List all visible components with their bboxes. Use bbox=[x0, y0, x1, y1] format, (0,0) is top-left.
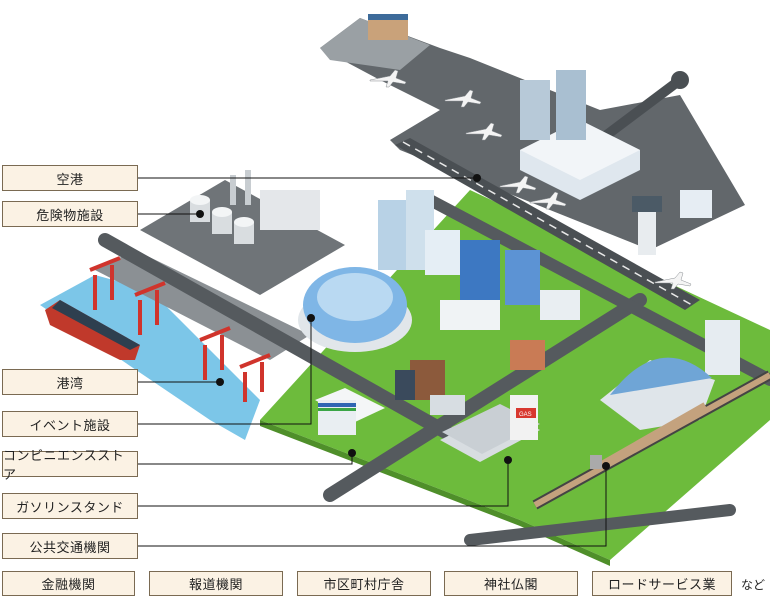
label-public-transport: 公共交通機関 bbox=[2, 533, 138, 559]
label-harbor: 港湾 bbox=[2, 369, 138, 395]
label-media: 報道機関 bbox=[149, 571, 283, 596]
convenience-store bbox=[315, 388, 385, 435]
etc-text: など bbox=[741, 578, 766, 592]
label-gas-station: ガソリンスタンド bbox=[2, 493, 138, 519]
city-ground-edge bbox=[260, 420, 610, 566]
airplane-icon bbox=[369, 69, 692, 290]
taxiway bbox=[597, 76, 683, 144]
hazard-tanks bbox=[190, 170, 320, 244]
city-buildings bbox=[378, 190, 740, 415]
control-tower bbox=[632, 196, 662, 255]
label-shrine-temple: 神社仏閣 bbox=[444, 571, 578, 596]
label-event-facility: イベント施設 bbox=[2, 411, 138, 437]
harbor-water bbox=[40, 275, 260, 440]
cranes bbox=[89, 256, 271, 402]
gas-sign-text: GAS bbox=[519, 412, 532, 418]
label-airport: 空港 bbox=[2, 165, 138, 191]
airport-apron-light bbox=[320, 18, 430, 70]
leader-lines bbox=[138, 174, 610, 547]
taxiway-turn bbox=[671, 71, 689, 89]
label-municipal-office: 市区町村庁舎 bbox=[297, 571, 431, 596]
train-platform bbox=[590, 455, 602, 469]
container-ship bbox=[45, 300, 140, 360]
label-financial-institution: 金融機関 bbox=[2, 571, 135, 596]
label-road-service: ロードサービス業 bbox=[592, 571, 732, 596]
event-dome bbox=[298, 267, 412, 352]
label-hazardous-facility: 危険物施設 bbox=[2, 201, 138, 227]
label-convenience-store: コンビニエンスストア bbox=[2, 449, 138, 483]
railway bbox=[532, 370, 770, 510]
airport-terminal bbox=[368, 14, 712, 218]
gas-station: GAS bbox=[440, 395, 540, 462]
